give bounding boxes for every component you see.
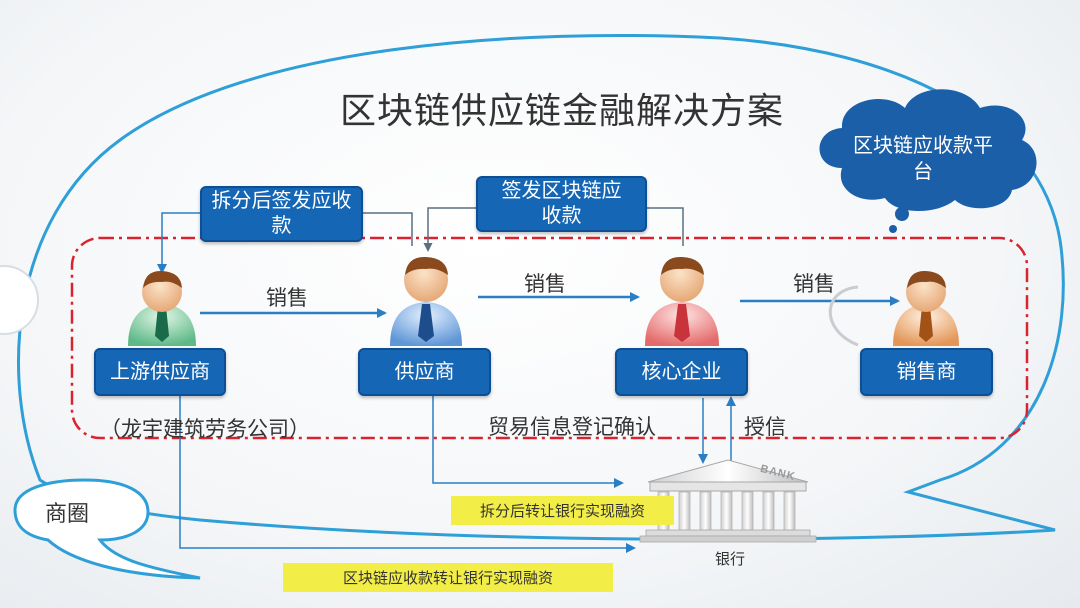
arrow-issue-chain-to-supplier xyxy=(423,207,476,252)
cloud-label: 区块链应收款平台 xyxy=(853,135,993,183)
box-distributor: 销售商 xyxy=(860,348,993,396)
label-trade-confirmation: 贸易信息登记确认 xyxy=(488,416,656,439)
distributor-person-icon xyxy=(893,270,959,346)
label-sale-1: 销售 xyxy=(266,287,308,310)
arrow-issue-split-to-upstream xyxy=(157,212,200,274)
label-credit: 授信 xyxy=(744,416,786,439)
cloud-dot xyxy=(889,225,897,233)
highlight-split-financing: 拆分后转让银行实现融资 xyxy=(451,496,674,525)
label-upstream-company: （龙宇建筑劳务公司） xyxy=(100,418,310,441)
arrow-supplier-to-bank xyxy=(432,395,624,488)
label-bank: 银行 xyxy=(715,551,746,568)
label-sale-2: 销售 xyxy=(524,273,566,296)
speech-bubble-outline xyxy=(17,33,1065,541)
page-title: 区块链供应链金融解决方案 xyxy=(340,90,785,131)
box-issue-chain-receivable: 签发区块链应收款 xyxy=(476,176,647,232)
dashed-frame xyxy=(70,236,1029,440)
box-upstream-supplier: 上游供应商 xyxy=(94,348,226,396)
box-issue-split-receivable: 拆分后签发应收款 xyxy=(200,186,363,242)
upstream-person-icon xyxy=(128,270,196,346)
arrow-upstream-to-bank xyxy=(179,395,636,553)
box-supplier: 供应商 xyxy=(358,348,491,396)
line-supplier-to-issue-split xyxy=(363,212,413,246)
line-core-to-issue-chain xyxy=(647,207,684,246)
label-business-circle: 商圈 xyxy=(45,501,90,526)
label-sale-3: 销售 xyxy=(793,273,835,296)
edge-circle xyxy=(0,265,39,335)
cloud-shape xyxy=(819,89,1037,212)
supplier-person-icon xyxy=(390,256,462,346)
box-core-enterprise: 核心企业 xyxy=(615,348,748,396)
business-circle-bubble xyxy=(13,478,201,580)
cloud-dot xyxy=(895,207,909,221)
core-enterprise-person-icon xyxy=(645,256,719,346)
decorative-arc xyxy=(828,285,859,347)
highlight-chain-financing: 区块链应收款转让银行实现融资 xyxy=(283,563,613,592)
